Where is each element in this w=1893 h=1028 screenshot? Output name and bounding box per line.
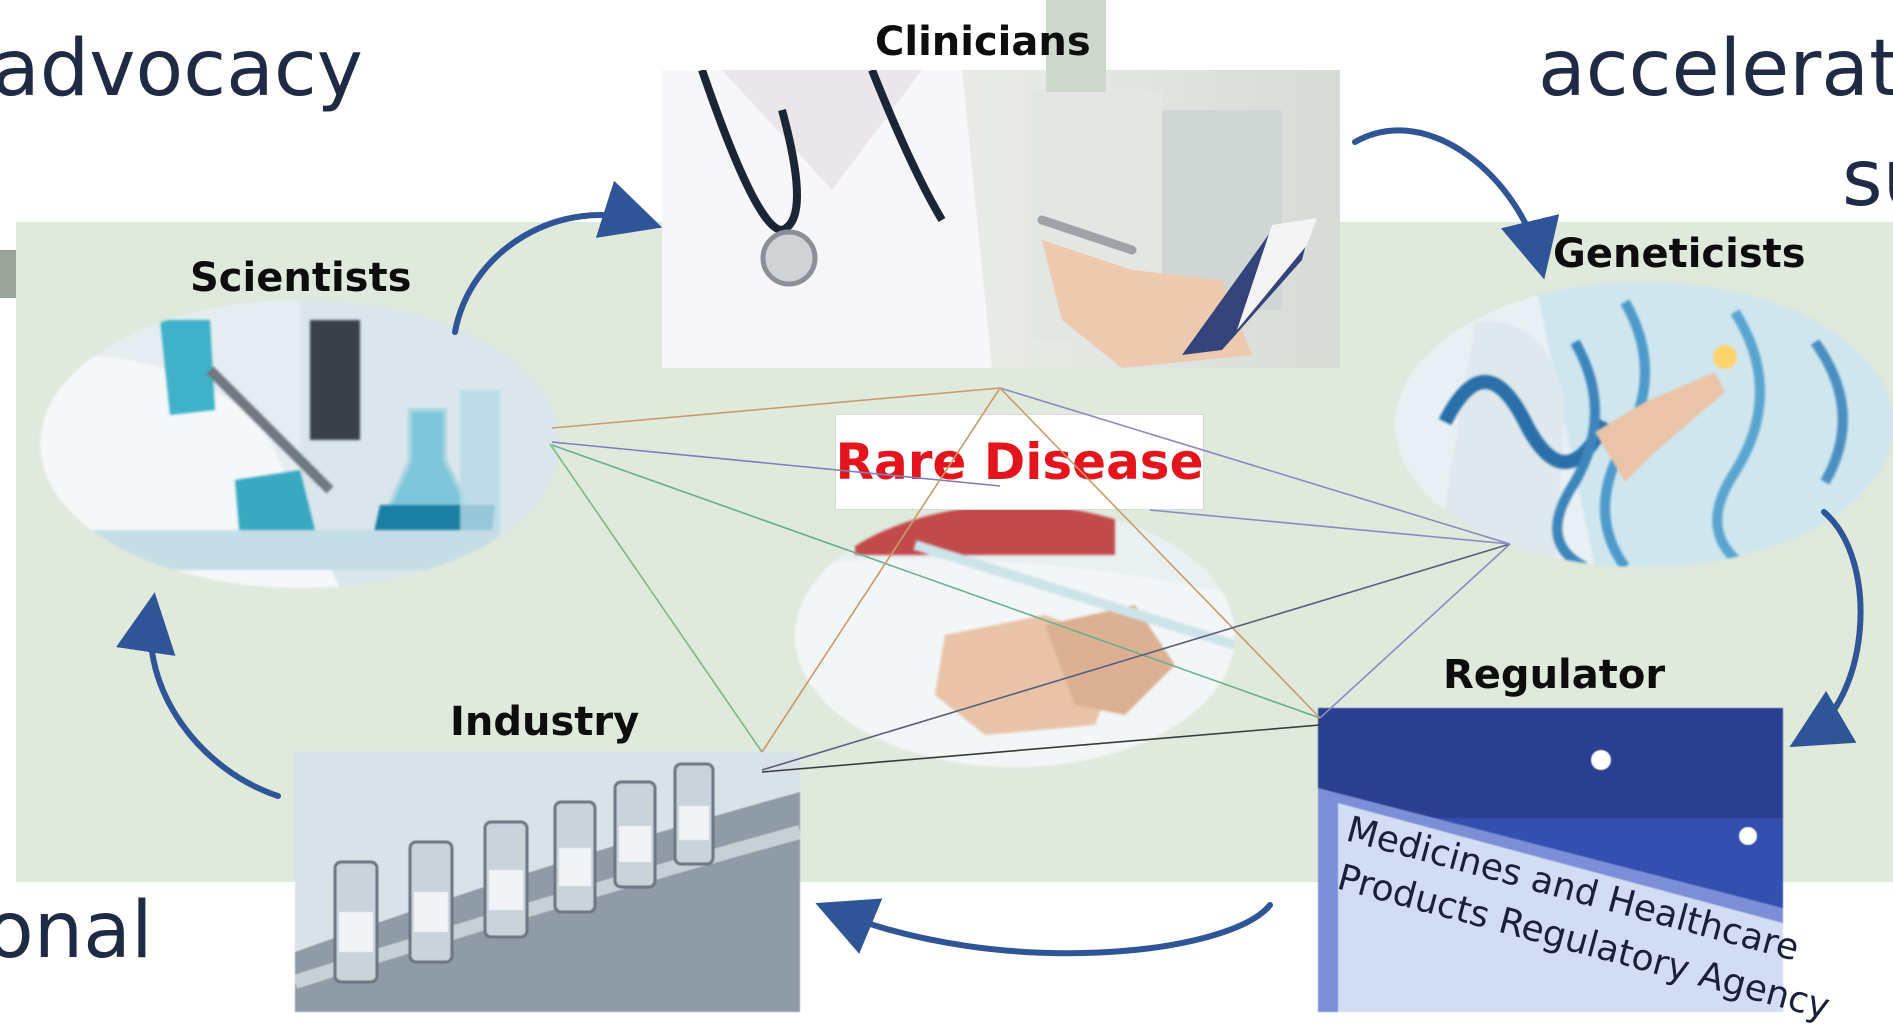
link-clinicians-industry — [761, 387, 1001, 753]
arrow-scientists-to-clinicians — [452, 180, 663, 335]
link-geneticists-center — [1149, 509, 1511, 545]
link-scientists-regulator — [551, 444, 1321, 719]
rare-disease-photo — [795, 505, 1235, 767]
rare-disease-label: Rare Disease — [835, 433, 1204, 491]
background-text-top-right: accelerat — [1538, 24, 1893, 114]
arrow-industry-to-scientists — [116, 592, 281, 799]
link-scientists-center — [551, 441, 1001, 487]
regulator-label: Regulator — [1443, 652, 1666, 698]
industry-label: Industry — [450, 699, 640, 745]
link-clinicians-regulator — [999, 387, 1321, 719]
link-scientists-clinicians — [551, 387, 1001, 429]
link-clinicians-geneticists — [999, 387, 1511, 545]
rare-disease-box: Rare Disease — [835, 414, 1204, 510]
background-text-bottom-left: onal — [0, 886, 153, 976]
link-industry-regulator — [761, 724, 1321, 773]
scientists-label: Scientists — [190, 255, 412, 301]
arrow-clinicians-to-geneticists — [1352, 127, 1560, 280]
link-scientists-industry — [549, 443, 763, 753]
regulator-photo — [1318, 708, 1783, 1012]
industry-photo — [295, 752, 800, 1012]
background-text-right-fragment: su — [1842, 134, 1893, 224]
clinicians-label-backdrop — [1046, 0, 1106, 92]
left-gray-tab — [0, 250, 16, 298]
arrow-geneticists-to-regulator — [1789, 509, 1864, 748]
link-geneticists-regulator — [1319, 543, 1511, 719]
clinicians-label: Clinicians — [875, 19, 1091, 65]
link-geneticists-industry — [761, 543, 1511, 771]
geneticists-label: Geneticists — [1553, 231, 1806, 277]
arrow-regulator-to-industry — [815, 898, 1273, 957]
geneticists-photo — [1395, 282, 1893, 567]
background-text-top-left: advocacy — [0, 24, 363, 114]
clinicians-photo — [662, 70, 1340, 368]
